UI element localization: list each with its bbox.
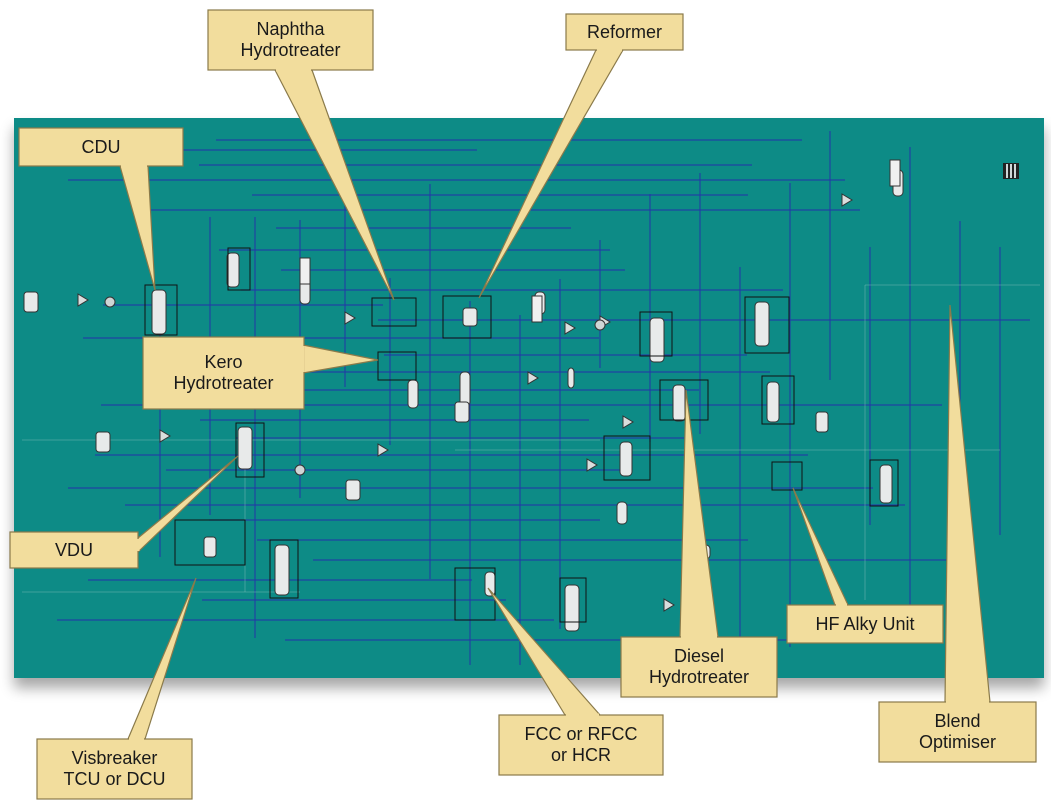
column-unit <box>754 301 770 347</box>
callout-seam-hfalky <box>836 603 847 607</box>
callout-box-reformer <box>565 13 684 51</box>
unit-frame <box>269 539 299 599</box>
unit-frame <box>869 459 899 507</box>
drum-unit <box>95 431 111 453</box>
callout-seam-blend <box>946 700 989 704</box>
callout-box-vdu <box>9 531 139 569</box>
drum-unit <box>454 401 470 423</box>
pump-symbol <box>377 443 389 457</box>
column-unit <box>879 464 893 504</box>
column-unit <box>151 289 167 335</box>
unit-frame <box>603 435 651 481</box>
unit-frame <box>371 297 417 327</box>
process-units <box>23 159 904 632</box>
unit-frame <box>144 284 178 336</box>
cooler <box>594 319 606 331</box>
column-unit <box>567 367 575 389</box>
drum-unit <box>203 536 217 558</box>
pump-symbol <box>159 429 171 443</box>
callout-seam-kero <box>301 346 305 372</box>
pump-symbol <box>841 193 853 207</box>
unit-frame <box>174 519 246 566</box>
callout-box-kero <box>142 336 305 410</box>
column-unit <box>766 381 780 423</box>
callout-seam-visbreaker <box>129 737 144 741</box>
callout-seam-vdu <box>136 539 140 551</box>
column-unit <box>616 501 628 525</box>
callout-box-hfalky <box>786 604 944 644</box>
unit-frame <box>659 379 709 421</box>
heat-exchanger <box>531 295 543 323</box>
column-unit <box>459 371 471 407</box>
callout-seam-naphtha <box>276 68 311 72</box>
column-unit <box>564 584 580 632</box>
pump-symbol <box>77 293 89 307</box>
column-unit <box>237 426 253 470</box>
pump-symbol <box>622 415 634 429</box>
column-unit <box>619 441 633 477</box>
callout-shapes <box>9 9 1037 800</box>
drum-unit <box>462 307 478 327</box>
unit-frame <box>454 567 496 621</box>
unit-frame <box>771 461 803 491</box>
pump-symbol <box>527 371 539 385</box>
heat-exchanger <box>889 159 901 187</box>
pump-symbol <box>344 311 356 325</box>
callout-box-visbreaker <box>36 738 193 800</box>
callout-seam-cdu <box>121 164 147 168</box>
callout-box-blend <box>878 701 1037 763</box>
callout-box-naphtha <box>207 9 374 71</box>
callout-seam-diesel <box>681 635 717 639</box>
heat-exchanger <box>299 257 311 285</box>
callout-seam-fcc <box>566 713 599 717</box>
cooler <box>104 296 116 308</box>
grid-icon <box>1003 163 1019 179</box>
unit-frame <box>235 422 265 478</box>
drum-unit <box>815 411 829 433</box>
column-unit <box>649 317 665 363</box>
column-unit <box>274 544 290 596</box>
unit-frame <box>377 351 417 381</box>
callout-box-fcc <box>498 714 664 776</box>
pump-symbol <box>564 321 576 335</box>
unit-frame <box>559 577 587 623</box>
pump-symbol <box>663 598 675 612</box>
unit-frame <box>761 375 795 425</box>
unit-frame <box>227 247 251 291</box>
unit-frame <box>744 296 790 354</box>
drum-unit <box>345 479 361 501</box>
unit-frame <box>639 311 673 357</box>
column-unit <box>407 379 419 409</box>
column-unit <box>226 252 240 288</box>
cooler <box>294 464 306 476</box>
unit-frame <box>442 295 492 339</box>
pump-symbol <box>586 458 598 472</box>
callout-box-diesel <box>620 636 778 698</box>
drum-unit <box>23 291 39 313</box>
callout-box-cdu <box>18 127 184 167</box>
column-unit <box>672 384 686 422</box>
callout-seam-reformer <box>597 48 622 52</box>
